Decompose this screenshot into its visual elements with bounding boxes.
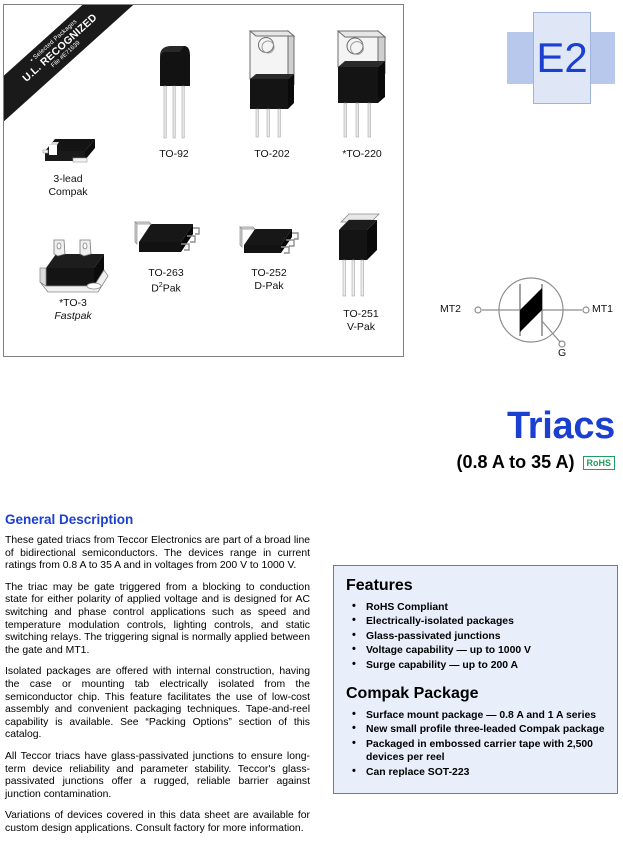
to-251-vpak-package-drawing <box>339 213 380 297</box>
compak-package-heading: Compak Package <box>346 685 479 703</box>
package-label-to-3-line2: Fastpak <box>54 309 92 322</box>
general-description-heading: General Description <box>5 512 134 527</box>
features-list: RoHS Compliant Electrically-isolated pac… <box>346 600 605 672</box>
feature-item: Surge capability — up to 200 A <box>346 658 605 672</box>
general-description-paragraph: All Teccor triacs have glass-passivated … <box>5 750 310 800</box>
package-label-to-263: TO-263 D2Pak <box>121 267 211 295</box>
to-3-fastpak-package-drawing <box>39 239 109 293</box>
package-label-to-202: TO-202 <box>232 148 312 161</box>
package-label-to-3: *TO-3 Fastpak <box>30 297 116 322</box>
general-description-paragraph: The triac may be gate triggered from a b… <box>5 581 310 656</box>
package-label-compak: 3-lead Compak <box>27 173 109 198</box>
package-label-to-252: TO-252 D-Pak <box>224 267 314 292</box>
package-label-to-3-line1: *TO-3 <box>59 297 87 309</box>
package-label-to-92: TO-92 <box>134 148 214 161</box>
package-label-compak-line2: Compak <box>48 185 88 198</box>
feature-item: Voltage capability — up to 1000 V <box>346 643 605 657</box>
package-label-to-92-line1: TO-92 <box>159 148 189 160</box>
package-label-to-202-line1: TO-202 <box>254 148 290 160</box>
package-label-to-252-line1: TO-252 <box>251 267 287 279</box>
features-heading: Features <box>346 577 413 594</box>
triac-mt2-label: MT2 <box>440 303 461 315</box>
feature-item: Glass-passivated junctions <box>346 629 605 643</box>
compak-item: Surface mount package — 0.8 A and 1 A se… <box>346 708 605 722</box>
triac-gate-label: G <box>558 347 567 359</box>
title-subtitle-row: (0.8 A to 35 A) RoHS <box>330 452 615 473</box>
feature-item: RoHS Compliant <box>346 600 605 614</box>
package-label-to-252-line2: D-Pak <box>254 279 284 292</box>
to-202-package-drawing <box>248 29 296 138</box>
compak-package-drawing <box>42 139 95 163</box>
package-label-to-220: *TO-220 <box>319 148 403 161</box>
package-label-to-263-line1: TO-263 <box>148 267 184 279</box>
general-description-paragraph: Isolated packages are offered with inter… <box>5 666 310 741</box>
package-label-to-263-line2: D2Pak <box>151 281 181 295</box>
to-263-d2pak-package-drawing <box>134 221 200 252</box>
triac-schematic-symbol: MT2 MT1 G <box>440 268 623 360</box>
general-description-paragraph: These gated triacs from Teccor Electroni… <box>5 535 310 572</box>
features-panel: Features RoHS Compliant Electrically-iso… <box>333 565 618 794</box>
to-92-package-drawing <box>160 46 190 139</box>
feature-item: Electrically-isolated packages <box>346 614 605 628</box>
triac-mt1-label: MT1 <box>592 303 613 315</box>
title-block: Triacs (0.8 A to 35 A) RoHS <box>330 405 615 473</box>
general-description-section: General Description These gated triacs f… <box>5 512 310 844</box>
to-252-dpak-package-drawing <box>239 226 299 254</box>
package-label-compak-line1: 3-lead <box>53 173 83 185</box>
package-label-to-251: TO-251 V-Pak <box>316 308 403 333</box>
compak-item: New small profile three-leaded Compak pa… <box>346 722 605 736</box>
ul-recognized-banner: • Selected Packages U.L. RECOGNIZED File… <box>4 5 161 141</box>
to-220-package-drawing <box>336 29 387 138</box>
compak-item: Can replace SOT-223 <box>346 765 605 779</box>
ul-banner-line2: U.L. RECOGNIZED <box>20 11 100 85</box>
page-title: Triacs <box>506 405 615 447</box>
e2-logo: E2 <box>507 12 615 104</box>
ul-banner-text: • Selected Packages U.L. RECOGNIZED File… <box>16 7 104 90</box>
general-description-paragraph: Variations of devices covered in this da… <box>5 810 310 834</box>
package-illustration-panel: • Selected Packages U.L. RECOGNIZED File… <box>3 4 404 357</box>
e2-logo-text: E2 <box>536 34 588 81</box>
package-label-to-220-line1: *TO-220 <box>342 148 382 160</box>
triac-symbol-svg <box>474 277 590 348</box>
package-label-to-251-line2: V-Pak <box>346 320 375 333</box>
current-range-subtitle: (0.8 A to 35 A) <box>456 452 575 472</box>
compak-item: Packaged in embossed carrier tape with 2… <box>346 737 605 765</box>
compak-package-list: Surface mount package — 0.8 A and 1 A se… <box>346 708 605 779</box>
package-label-to-251-line1: TO-251 <box>343 308 379 320</box>
rohs-badge: RoHS <box>582 455 615 470</box>
e2-logo-card <box>533 12 591 104</box>
